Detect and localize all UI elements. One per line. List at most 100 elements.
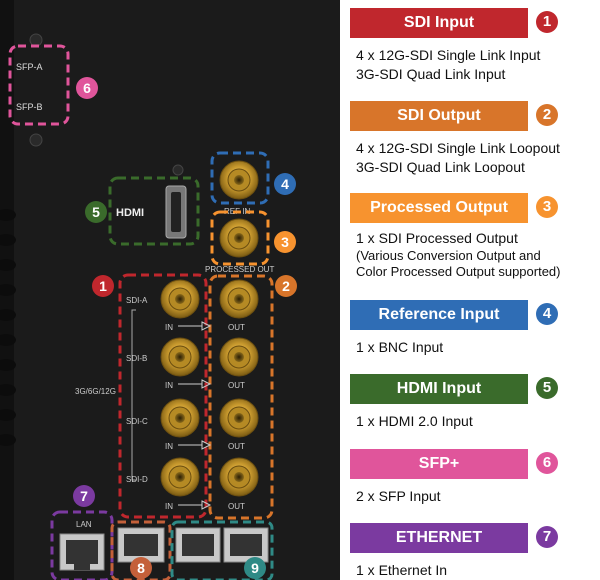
legend-reference-input-title: Reference Input [350,300,528,330]
sdi-c-label: SDI-C [126,417,148,426]
callout-8-icon: 8 [130,557,152,579]
callout-3-icon: 3 [274,231,296,253]
rear-panel-photo: SFP-A SFP-B 6 HDMI 5 REF IN 4 [0,0,340,580]
legend-number-5-icon: 5 [536,377,558,399]
callout-4-icon: 4 [274,173,296,195]
legend-ethernet-desc: 1 x Ethernet In [356,561,600,580]
callout-5-icon: 5 [85,201,107,223]
desc-line: 4 x 12G-SDI Single Link Loopout [356,140,560,156]
desc-line: 1 x SDI Processed Output [356,230,518,246]
sdi-a-in-label: IN [165,323,173,332]
desc-line: 1 x HDMI 2.0 Input [356,413,473,429]
callout-1-number: 1 [99,278,107,294]
callout-9-icon: 9 [244,557,266,579]
processed-out-label: PROCESSED OUT [205,265,274,274]
callout-2-icon: 2 [275,275,297,297]
ethernet-port-icon [223,527,269,563]
hdmi-highlight-box [108,176,200,246]
rear-panel-illustration: SFP-A SFP-B 6 HDMI 5 REF IN 4 [0,33,297,580]
screw-icon [29,33,184,176]
legend-sfp-desc: 2 x SFP Input [356,487,600,506]
sdi-c-row: SDI-C IN OUT [126,398,259,451]
legend-sfp-title: SFP+ [350,449,528,479]
desc-line: 3G-SDI Quad Link Loopout [356,159,525,175]
legend-number-1-icon: 1 [536,11,558,33]
sdi-input-highlight-box [118,273,208,519]
callout-5-number: 5 [92,204,100,220]
desc-line: (Various Conversion Output and [356,248,541,263]
legend-processed-output-desc: 1 x SDI Processed Output (Various Conver… [356,229,600,280]
legend-number-3-icon: 3 [536,196,558,218]
sdi-a-out-label: OUT [228,323,245,332]
port-8-highlight-box [110,520,172,580]
lan-label: LAN [76,520,92,529]
desc-line: Color Processed Output supported) [356,264,561,279]
ethernet-port-icon [175,527,221,563]
sfp-a-label: SFP-A [16,62,43,72]
desc-line: 4 x 12G-SDI Single Link Input [356,47,541,63]
sdi-b-in-bnc-connector [160,337,200,377]
ethernet-port-icon [59,533,105,571]
sdi-c-out-bnc-connector [219,398,259,438]
callout-4-number: 4 [281,176,289,192]
ref-in-bnc-connector [219,160,259,200]
sdi-b-out-label: OUT [228,381,245,390]
legend-processed-output-title: Processed Output [350,193,528,223]
legend-number-6-icon: 6 [536,452,558,474]
processed-out-bnc-connector [219,218,259,258]
sdi-b-out-bnc-connector [219,337,259,377]
sdi-d-out-label: OUT [228,502,245,511]
legend-hdmi-input-title: HDMI Input [350,374,528,404]
legend-sdi-output-desc: 4 x 12G-SDI Single Link Loopout 3G-SDI Q… [356,139,600,177]
legend-sdi-output-title: SDI Output [350,101,528,131]
loop-arrow-icon [201,321,212,331]
hdmi-logo: HDMI [116,207,144,219]
sdi-d-in-label: IN [165,502,173,511]
legend-ethernet-title: ETHERNET [350,523,528,553]
legend-sdi-input-desc: 4 x 12G-SDI Single Link Input 3G-SDI Qua… [356,46,600,84]
sdi-d-row: SDI-D IN OUT [126,457,259,511]
ethernet-port-icon [117,527,165,563]
port-9-highlight-box [170,520,274,580]
loop-arrow-icon [201,440,212,450]
callout-3-number: 3 [281,234,289,250]
callout-6-icon: 6 [76,77,98,99]
sdi-b-in-label: IN [165,381,173,390]
sdi-output-highlight-box [208,274,274,520]
callout-9-number: 9 [251,560,259,576]
legend-hdmi-input-desc: 1 x HDMI 2.0 Input [356,412,600,431]
sdi-rate-label: 3G/6G/12G [75,387,116,396]
sdi-b-label: SDI-B [126,354,147,363]
ref-in-highlight-box [210,151,270,205]
legend-sdi-input-title: SDI Input [350,8,528,38]
sdi-a-out-bnc-connector [219,279,259,319]
sdi-a-row: SDI-A IN OUT [126,279,259,332]
loop-arrow-icon [201,500,212,510]
sdi-b-row: SDI-B IN OUT [126,337,259,390]
desc-line: 1 x BNC Input [356,339,444,355]
processed-out-highlight-box [210,210,270,266]
sdi-d-label: SDI-D [126,475,148,484]
callout-1-icon: 1 [92,275,114,297]
sdi-c-in-label: IN [165,442,173,451]
loop-arrow-icon [201,379,212,389]
sdi-a-in-bnc-connector [160,279,200,319]
rate-bracket [131,309,136,481]
sdi-a-label: SDI-A [126,296,148,305]
legend-number-7-icon: 7 [536,526,558,548]
sdi-c-in-bnc-connector [160,398,200,438]
callout-2-number: 2 [282,278,290,294]
legend-number-4-icon: 4 [536,303,558,325]
callout-8-number: 8 [137,560,145,576]
desc-line: 1 x Ethernet In [356,562,448,578]
vent-grille [0,209,16,446]
desc-line: 2 x SFP Input [356,488,441,504]
desc-line: 3G-SDI Quad Link Input [356,66,506,82]
lan-highlight-box [50,510,114,580]
legend-number-2-icon: 2 [536,104,558,126]
legend-reference-input-desc: 1 x BNC Input [356,338,600,357]
callout-7-icon: 7 [73,485,95,507]
callout-7-number: 7 [80,488,88,504]
sfp-b-label: SFP-B [16,102,43,112]
sfp-highlight-box [8,44,70,126]
